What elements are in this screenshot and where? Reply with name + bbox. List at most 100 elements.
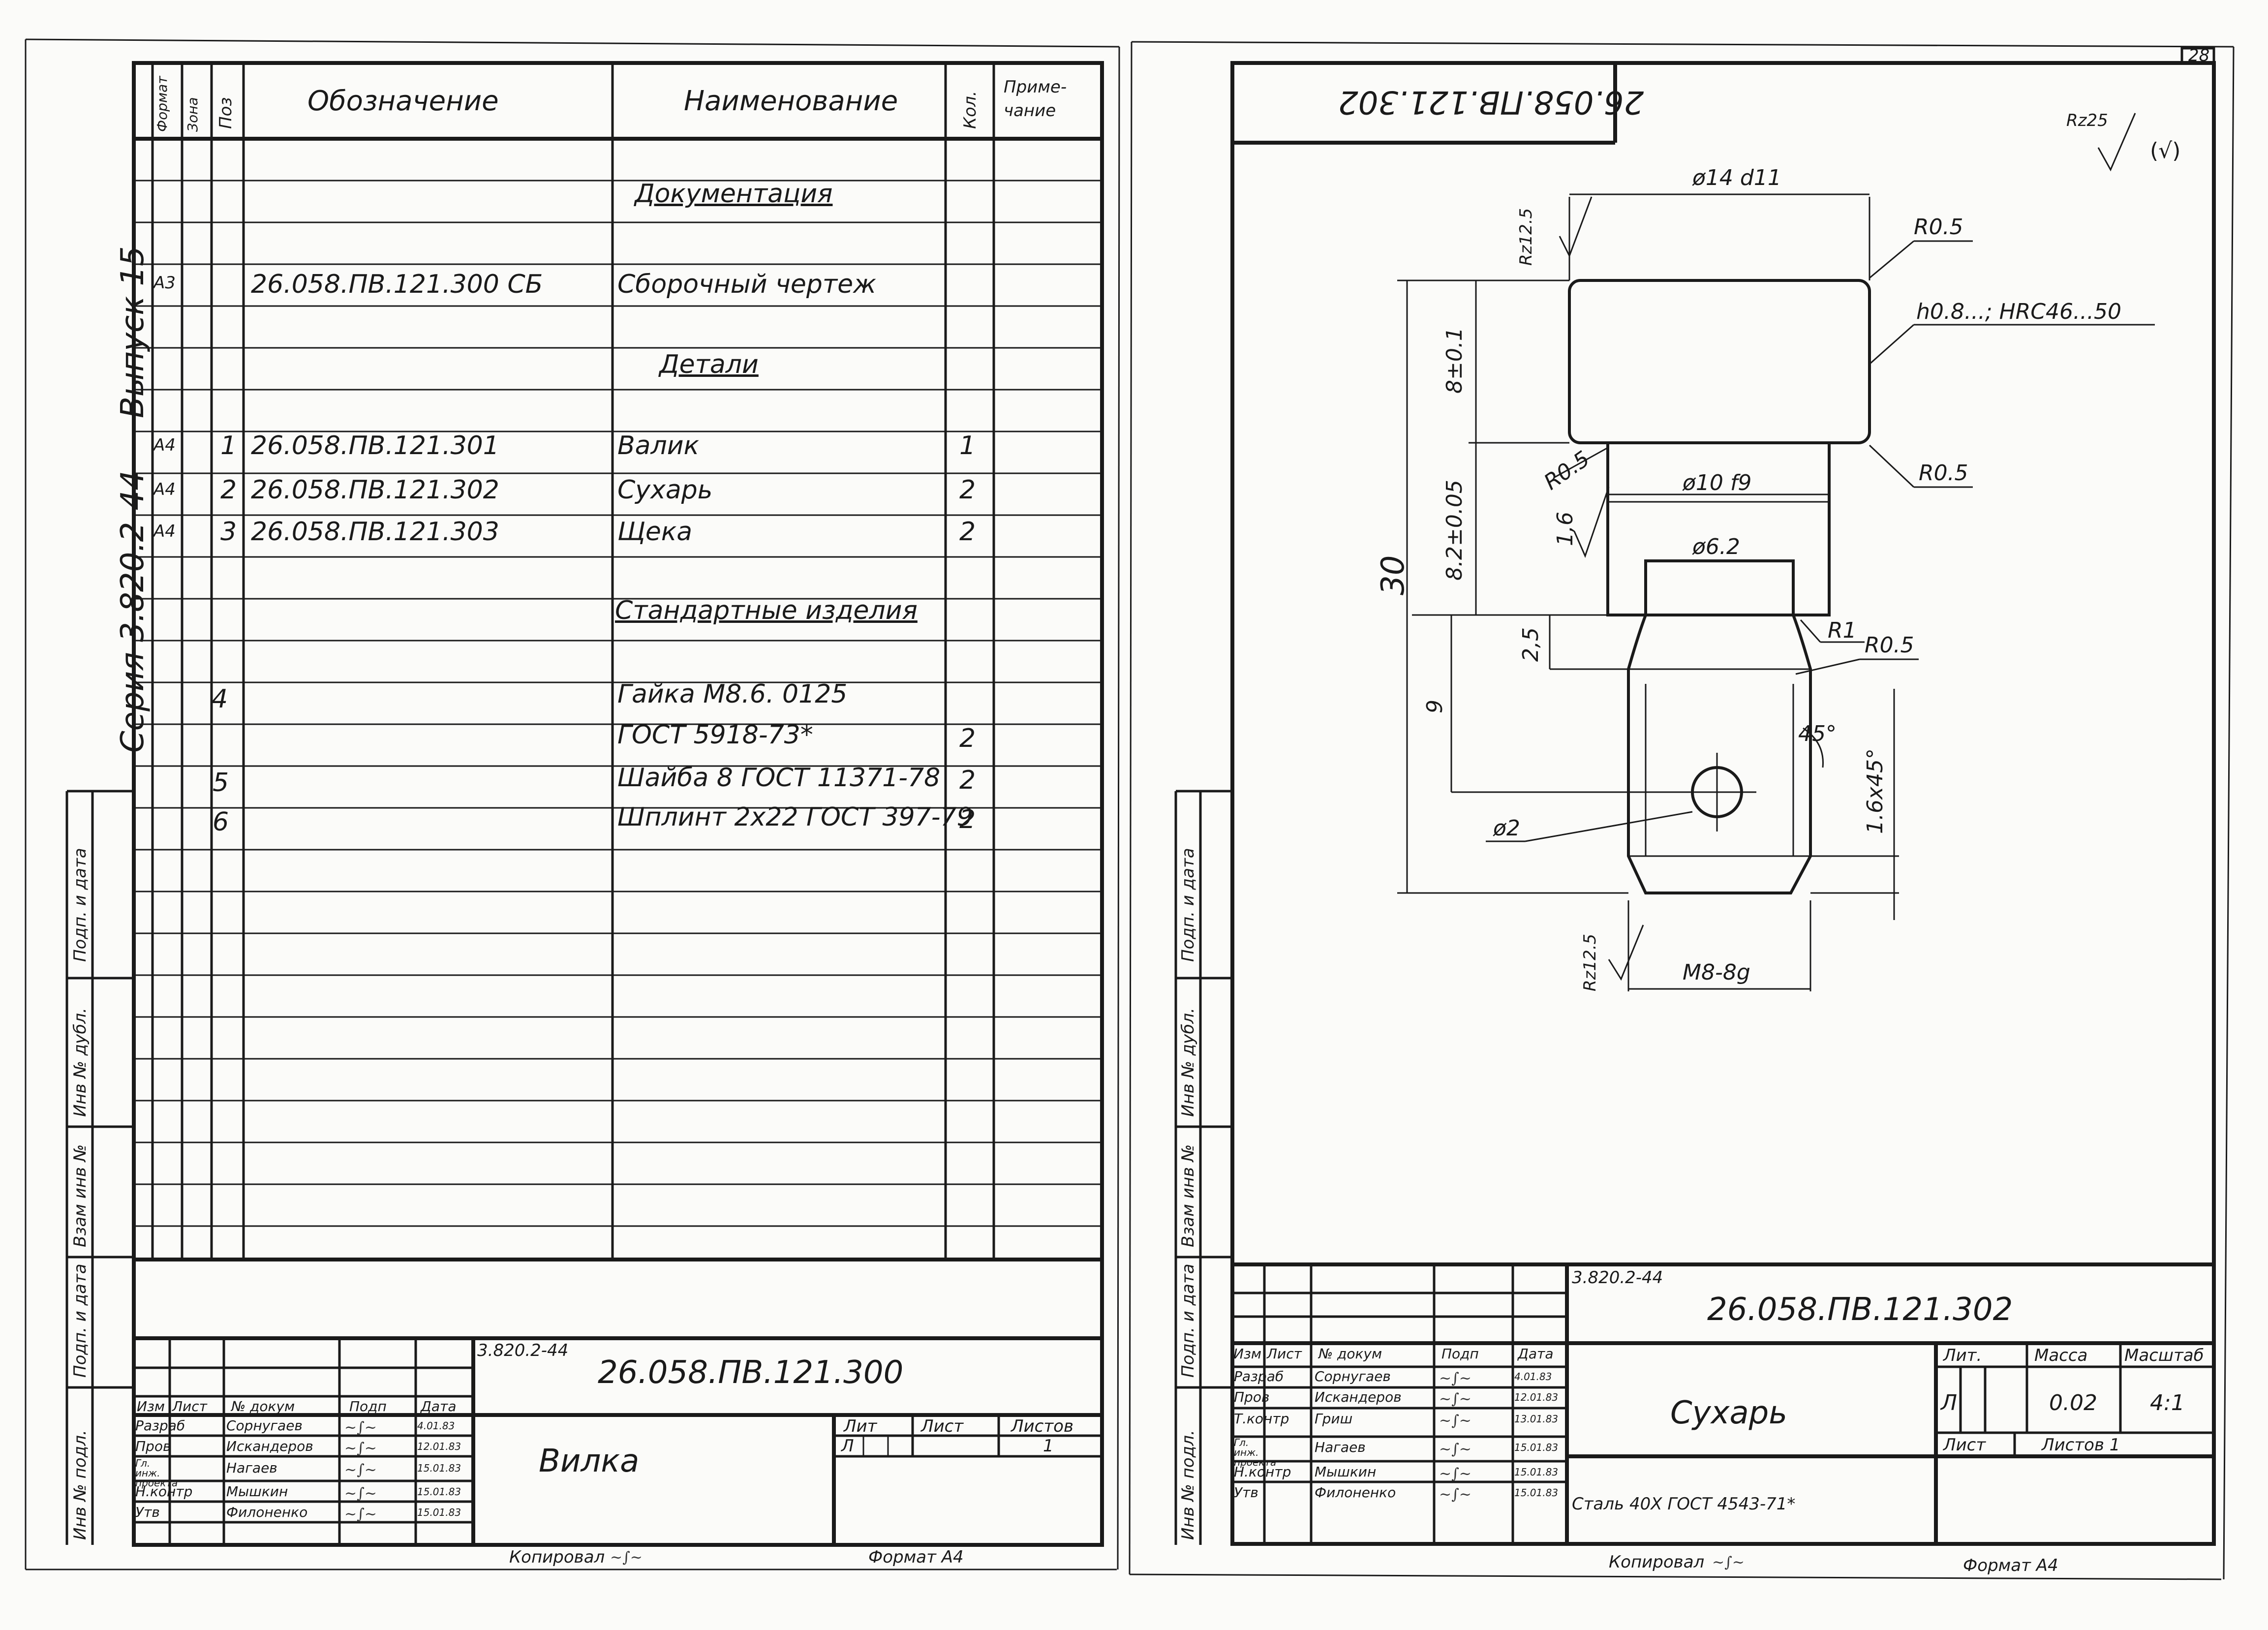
- tb-left-date-4: 15.01.83: [417, 1486, 461, 1498]
- dim-a45: 45°: [1798, 721, 1837, 746]
- dim-h82: 8.2±0.05: [1442, 480, 1467, 581]
- detail-1-name: Валик: [617, 431, 699, 461]
- header-name: Наименование: [684, 85, 898, 117]
- tb-left-name-4: Мышкин: [226, 1483, 288, 1500]
- detail-2-name: Сухарь: [617, 475, 713, 505]
- tb-right-podp: Подп: [1441, 1346, 1479, 1362]
- dim-rz125-top: Rz12.5: [1516, 208, 1536, 266]
- dim-h9: 9: [1422, 700, 1447, 713]
- tb-right-role-1: Разраб: [1234, 1368, 1284, 1384]
- detail-3-designation: 26.058.ПВ.121.303: [251, 517, 499, 547]
- std-1-name: Гайка М8.6. 0125: [617, 679, 848, 709]
- stamp-podp: Подп. и дата: [70, 1263, 90, 1378]
- dim-r1: R1: [1828, 618, 1857, 643]
- signature-r5: ~∫~: [1439, 1465, 1471, 1482]
- detail-3-qty: 2: [959, 517, 976, 547]
- dim-r05-mid: R0.5: [1919, 461, 1968, 486]
- header-note-2: чание: [1004, 101, 1056, 121]
- header-note-1: Приме-: [1004, 77, 1067, 97]
- tb-left-name: Вилка: [539, 1443, 640, 1479]
- signature-5: ~∫~: [344, 1506, 377, 1523]
- footer-right-signature: ~∫~: [1712, 1554, 1745, 1571]
- detail-2-pos: 2: [220, 475, 237, 505]
- section-standard: Стандартные изделия: [615, 596, 918, 625]
- tb-right-mass-value: 0.02: [2049, 1390, 2097, 1415]
- section-documentation: Документация: [635, 179, 833, 209]
- dim-d62: ø6.2: [1692, 534, 1740, 559]
- signature-r2: ~∫~: [1439, 1390, 1471, 1408]
- tb-left-lit: Лит: [844, 1416, 877, 1436]
- tb-right-data: Дата: [1518, 1346, 1554, 1362]
- section-details: Детали: [659, 350, 759, 379]
- detail-1-designation: 26.058.ПВ.121.301: [251, 431, 499, 461]
- stamp-inv-dubl: Инв № дубл.: [70, 1008, 90, 1117]
- footer-left-signature: ~∫~: [610, 1549, 643, 1566]
- tb-right-role-5: Н.контр: [1234, 1464, 1291, 1480]
- tb-left-data: Дата: [421, 1398, 457, 1415]
- tb-left-role-3: Гл. инж. проекта: [135, 1457, 178, 1489]
- signature-r3: ~∫~: [1439, 1412, 1471, 1429]
- signature-r4: ~∫~: [1439, 1441, 1471, 1458]
- tb-right-series: 3.820.2-44: [1572, 1268, 1663, 1288]
- tb-right-scale: Масштаб: [2124, 1346, 2204, 1365]
- tb-right-lit: Лит.: [1943, 1346, 1982, 1365]
- header-format: Формат: [154, 76, 170, 132]
- std-4-name: Шплинт 2х22 ГОСТ 397-79: [617, 802, 973, 832]
- tb-right-name-1: Сорнугаев: [1315, 1368, 1391, 1384]
- tb-right-name-6: Филоненко: [1315, 1484, 1396, 1501]
- tb-left-role-1: Разраб: [135, 1417, 185, 1434]
- tb-right-date-1: 4.01.83: [1514, 1371, 1552, 1383]
- detail-1-format: А4: [153, 435, 176, 455]
- footer-right-format: Формат А4: [1963, 1556, 2058, 1575]
- tb-right-role-6: Утв: [1234, 1484, 1258, 1501]
- tb-right-date-5: 15.01.83: [1514, 1466, 1559, 1478]
- tb-left-role-4: Н.контр: [135, 1483, 193, 1500]
- signature-3: ~∫~: [344, 1461, 377, 1478]
- tb-right-scale-value: 4:1: [2150, 1390, 2185, 1415]
- detail-1-qty: 1: [959, 431, 976, 461]
- dim-thread: M8-8g: [1683, 960, 1750, 985]
- tb-left-podp: Подп: [349, 1398, 387, 1415]
- footer-right-copied: Копировал: [1609, 1552, 1705, 1572]
- tb-right-sheet: Лист: [1943, 1435, 1986, 1455]
- tb-left-list: Лист: [172, 1398, 207, 1415]
- tb-left-izm: Изм: [137, 1398, 165, 1415]
- tb-right-name-2: Искандеров: [1315, 1389, 1402, 1405]
- tb-left-dokum: № докум: [231, 1398, 295, 1415]
- std-3-name: Шайба 8 ГОСТ 11371-78: [617, 763, 941, 793]
- stamp-right-5: Инв № подл.: [1178, 1430, 1198, 1540]
- tb-right-date-3: 13.01.83: [1514, 1413, 1559, 1425]
- dim-h25: 2,5: [1518, 627, 1543, 662]
- tb-left-series: 3.820.2-44: [477, 1341, 569, 1360]
- std-2-name: ГОСТ 5918-73*: [617, 720, 813, 750]
- std-3-pos: 5: [213, 768, 229, 798]
- roughness-paren: (√): [2150, 138, 2181, 163]
- signature-r6: ~∫~: [1439, 1486, 1471, 1503]
- dim-d2: ø2: [1493, 816, 1520, 841]
- tb-right-role-2: Пров: [1234, 1389, 1270, 1405]
- footer-left-format: Формат А4: [868, 1547, 964, 1567]
- tb-left-date-2: 12.01.83: [417, 1441, 461, 1452]
- stamp-right-3: Взам инв №: [1178, 1144, 1198, 1247]
- tb-right-role-3: Т.контр: [1234, 1411, 1289, 1427]
- tb-right-name-3: Гриш: [1315, 1411, 1353, 1427]
- stamp-inv: Инв № подл.: [70, 1430, 90, 1540]
- tb-right-date-4: 15.01.83: [1514, 1442, 1559, 1453]
- tb-left-sheets: Листов: [1011, 1416, 1074, 1436]
- dim-d10: ø10 f9: [1683, 470, 1752, 495]
- tb-left-date-3: 15.01.83: [417, 1462, 461, 1474]
- tb-right-name-5: Мышкин: [1315, 1464, 1377, 1480]
- dim-chamfer: 1.6х45°: [1863, 748, 1888, 834]
- tb-left-name-3: Нагаев: [226, 1460, 277, 1476]
- tb-left-role-2: Пров: [135, 1438, 171, 1454]
- stamp-vzam: Взам инв №: [70, 1144, 90, 1247]
- header-designation: Обозначение: [307, 85, 499, 117]
- tb-right-mass: Масса: [2034, 1346, 2088, 1365]
- tb-left-date-5: 15.01.83: [417, 1507, 461, 1518]
- issue-label: Выпуск 15: [115, 246, 151, 418]
- spec-row-lines: [134, 180, 1102, 1227]
- tb-left-sheet: Лист: [921, 1416, 964, 1436]
- tb-right-designation: 26.058.ПВ.121.302: [1707, 1292, 2013, 1328]
- tb-right-izm: Изм: [1233, 1346, 1261, 1362]
- stamp-right-2: Инв № дубл.: [1178, 1008, 1198, 1117]
